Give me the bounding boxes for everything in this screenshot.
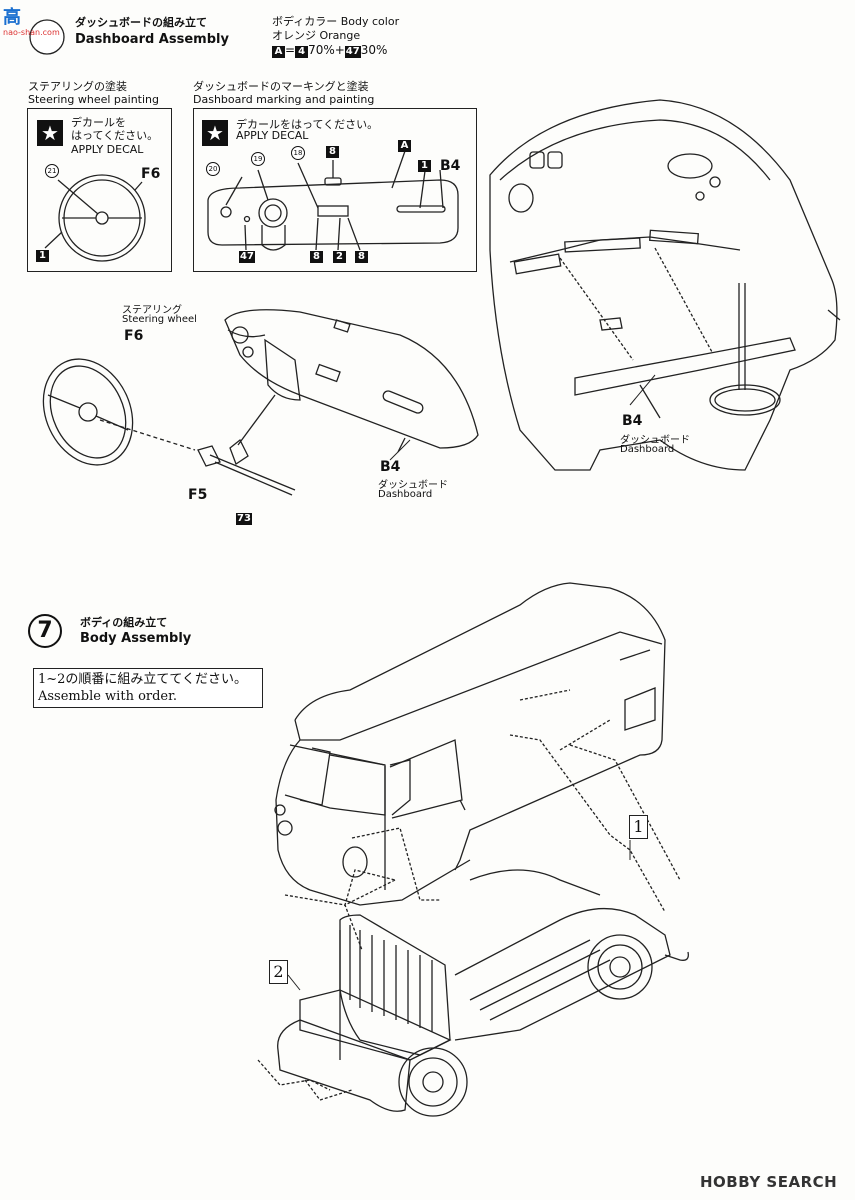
steering-painting-title-en: Steering wheel painting — [28, 93, 159, 106]
body-color-name: オレンジ Orange — [272, 27, 360, 43]
formula-equals: = — [285, 43, 296, 57]
paint-code-73: 73 — [236, 513, 252, 525]
paint-code-1-steering: 1 — [36, 250, 49, 262]
watermark-logo: 高 — [3, 7, 21, 28]
part-b4-inset: B4 — [440, 158, 461, 174]
paint-code-8-bottom-a: 8 — [310, 251, 323, 263]
assembly-order-note: 1~2の順番に組み立ててください。 Assemble with order. — [33, 668, 263, 708]
body-color-label-en: Body color — [340, 15, 400, 28]
dash-decal-en: APPLY DECAL — [236, 129, 309, 142]
paint-code-a-dash: A — [398, 140, 411, 152]
steering-wheel-label-en: Steering wheel — [122, 314, 197, 325]
part-f5: F5 — [188, 487, 208, 503]
formula-plus: + — [334, 43, 345, 57]
steering-decal-jp: デカールを はってください。 — [71, 116, 159, 142]
paint-code-2-bottom: 2 — [333, 251, 346, 263]
star-icon: ★ — [202, 120, 228, 146]
hobby-search-logo: HOBBY SEARCH — [700, 1173, 838, 1191]
formula-30: 30% — [360, 43, 388, 57]
body-color-name-en: Orange — [319, 29, 361, 42]
paint-code-4: 4 — [295, 46, 309, 58]
part-b4-right: B4 — [622, 413, 643, 429]
body-color-name-jp: オレンジ — [272, 29, 316, 42]
note-jp: 1~2の順番に組み立ててください。 — [38, 672, 248, 687]
b4-right-en: Dashboard — [620, 444, 675, 455]
paint-code-1-dash: 1 — [418, 160, 431, 172]
dashboard-title-en: Dashboard Assembly — [75, 32, 229, 47]
body-title-en: Body Assembly — [80, 631, 192, 646]
star-icon: ★ — [37, 120, 63, 146]
paint-code-8-top: 8 — [326, 146, 339, 158]
decal-number-19: 19 — [251, 152, 265, 166]
b4-left-en: Dashboard — [378, 489, 433, 500]
b4-left-jp: ダッシュボード — [378, 480, 448, 491]
formula-70: 70% — [308, 43, 335, 57]
watermark-url: nao-shan.com — [3, 28, 60, 37]
part-b4-left: B4 — [380, 459, 401, 475]
dash-marking-title-en: Dashboard marking and painting — [193, 93, 375, 106]
dash-marking-title-jp: ダッシュボードのマーキングと塗装 — [193, 80, 369, 93]
paint-code-8-bottom-b: 8 — [355, 251, 368, 263]
dash-decal-jp: デカールをはってください。 — [236, 118, 379, 131]
order-marker-2: 2 — [269, 960, 288, 984]
steering-wheel-label-jp: ステアリング — [122, 305, 182, 316]
steering-painting-title-jp: ステアリングの塗装 — [28, 80, 127, 93]
decal-number-20: 20 — [206, 162, 220, 176]
part-f6-inset: F6 — [141, 166, 161, 182]
dash-marking-box — [193, 108, 477, 272]
paint-code-47: 47 — [344, 46, 361, 58]
body-title-jp: ボディの組み立て — [80, 616, 168, 629]
note-en: Assemble with order. — [38, 689, 178, 704]
order-marker-1: 1 — [629, 815, 648, 839]
steering-decal-en: APPLY DECAL — [71, 143, 144, 156]
part-f6: F6 — [124, 328, 144, 344]
paint-code-a: A — [272, 46, 285, 58]
decal-number-21: 21 — [45, 164, 59, 178]
dashboard-title-jp: ダッシュボードの組み立て — [75, 16, 207, 29]
step-number: 7 — [28, 614, 62, 648]
body-color-label: ボディカラー Body color — [272, 13, 399, 29]
paint-code-47-dash: 47 — [239, 251, 255, 263]
body-color-label-jp: ボディカラー — [272, 15, 338, 28]
b4-right-jp: ダッシュボード — [620, 435, 690, 446]
decal-number-18: 18 — [291, 146, 305, 160]
steering-painting-box — [27, 108, 172, 272]
